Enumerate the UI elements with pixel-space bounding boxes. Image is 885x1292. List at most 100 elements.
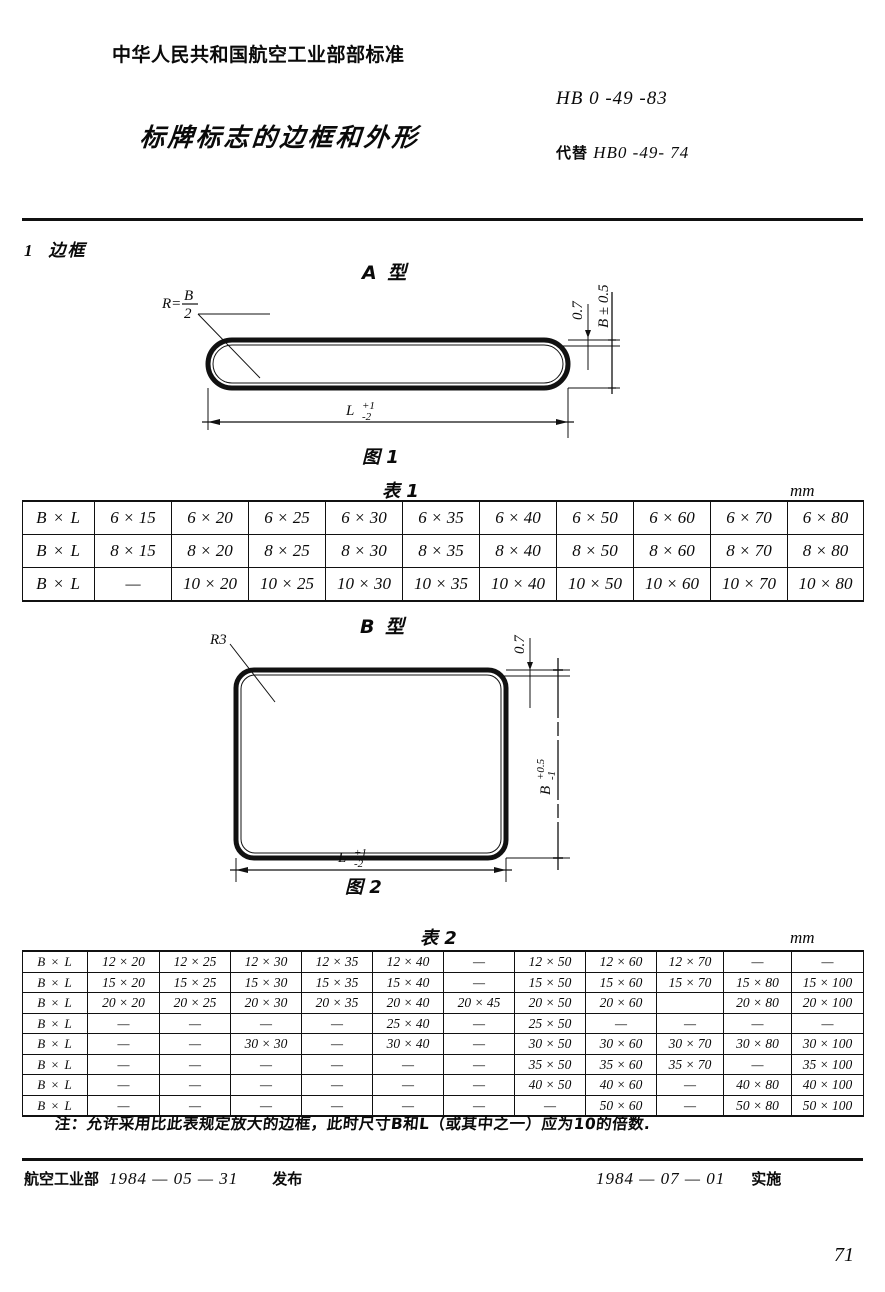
length-tol-lower-a: -2 (362, 411, 372, 423)
table-cell: 12 × 70 (656, 950, 724, 973)
table-2-unit: mm (790, 928, 815, 947)
table-cell: 6 × 60 (633, 500, 711, 535)
type-a-radius-note: R= B 2 (161, 288, 198, 322)
dim-arrow-length-left-b (236, 867, 248, 873)
standard-code: HB 0 -49 -83 (556, 88, 668, 109)
replaces-label: 代替 (556, 144, 589, 162)
table-cell: 12 × 40 (372, 950, 444, 973)
dim-arrow-length-left-a (208, 419, 220, 425)
table-cell: 40 × 50 (514, 1074, 586, 1096)
radius-note-numerator: B (184, 288, 193, 304)
radius-leader-line (197, 313, 261, 379)
table-cell: 35 × 70 (656, 1053, 724, 1075)
length-label-a-l: L (345, 403, 354, 419)
table-cell: 20 × 25 (159, 992, 231, 1014)
table-cell: 35 × 100 (791, 1053, 864, 1075)
height-tol-upper-b: +0.5 (535, 758, 547, 780)
table-cell: 12 × 60 (585, 950, 657, 973)
table-cell: 6 × 35 (402, 500, 480, 535)
table-cell: 10 × 80 (787, 567, 864, 602)
table-cell: 15 × 70 (656, 971, 724, 993)
table-cell: 20 × 35 (301, 992, 373, 1014)
table-cell: 30 × 80 (723, 1033, 792, 1055)
type-b-label: B 型 (360, 616, 407, 638)
table-cell: — (656, 1094, 724, 1117)
height-label-b-b: B (538, 786, 554, 795)
table-cell: 10 × 20 (171, 567, 249, 602)
radius-note-b: R3 (209, 632, 227, 648)
table-cell: — (301, 1053, 373, 1075)
table-cell: 15 × 100 (791, 971, 864, 993)
footer-issue-action: 发布 (272, 1170, 303, 1188)
height-label-a: B ± 0.5 (596, 284, 612, 328)
table-cell: 30 × 30 (230, 1033, 302, 1055)
table-cell: — (585, 1012, 657, 1034)
row-label-cell: B × L (22, 1053, 88, 1075)
type-a-drawing: R= B 2 0.7 B ± 0.5 L +1 -2 (150, 270, 630, 440)
table-cell: 15 × 50 (514, 971, 586, 993)
length-tol-upper-a: +1 (362, 400, 375, 412)
table-cell: 8 × 60 (633, 534, 711, 568)
ministry-heading: 中华人民共和国航空工业部部标准 (112, 44, 405, 66)
type-b-outer-outline (233, 667, 509, 861)
table-cell: 20 × 100 (791, 992, 864, 1014)
table-cell: 25 × 40 (372, 1012, 444, 1034)
table-cell: 10 × 25 (248, 567, 326, 602)
table-cell: 30 × 50 (514, 1033, 586, 1055)
table-cell: 30 × 60 (585, 1033, 657, 1055)
figure-2-caption: 图 2 (345, 877, 382, 898)
table-cell: — (443, 1053, 515, 1075)
row-label-cell: B × L (22, 534, 95, 568)
table-cell: 8 × 30 (325, 534, 403, 568)
row-label-cell: B × L (22, 1012, 88, 1034)
section-number: 1 (24, 241, 35, 260)
table-cell: — (723, 1053, 792, 1075)
table-cell: 8 × 40 (479, 534, 557, 568)
header-divider-rule (22, 218, 863, 221)
table-cell: 20 × 40 (372, 992, 444, 1014)
footer-issuer: 航空工业部 (24, 1170, 100, 1188)
type-a-outer-outline (205, 337, 571, 391)
table-cell: — (791, 950, 864, 973)
table-cell: 6 × 15 (94, 500, 172, 535)
table-cell: — (443, 1033, 515, 1055)
dim-arrow-length-right-b (494, 867, 506, 873)
table-cell: 8 × 15 (94, 534, 172, 568)
replaces-line: 代替 HB0 -49- 74 (556, 142, 689, 163)
table-cell: 20 × 50 (514, 992, 586, 1014)
table-cell: 30 × 70 (656, 1033, 724, 1055)
table-cell: — (514, 1094, 586, 1117)
table-cell: 15 × 25 (159, 971, 231, 993)
table-cell: — (87, 1053, 160, 1075)
table-cell: — (301, 1094, 373, 1117)
figure-1-caption: 图 1 (362, 447, 399, 468)
table-cell: 8 × 80 (787, 534, 864, 568)
table-cell: 20 × 45 (443, 992, 515, 1014)
table-cell: — (230, 1012, 302, 1034)
table-cell: 10 × 30 (325, 567, 403, 602)
table-cell: 8 × 20 (171, 534, 249, 568)
dim-arrow-thickness-b (527, 662, 533, 670)
height-label-b: B +0.5 -1 (535, 758, 558, 795)
length-label-b: L +1 -2 (337, 847, 367, 870)
row-label-cell: B × L (22, 971, 88, 993)
table-cell: 10 × 50 (556, 567, 634, 602)
table-cell: 15 × 30 (230, 971, 302, 993)
dim-arrow-length-right-a (556, 419, 568, 425)
table-cell: — (372, 1094, 444, 1117)
table-cell: — (372, 1074, 444, 1096)
footer-divider-rule (22, 1158, 863, 1161)
thickness-label-b: 0.7 (512, 634, 528, 654)
table-row: B × L————25 × 40—25 × 50———— (22, 1012, 864, 1034)
